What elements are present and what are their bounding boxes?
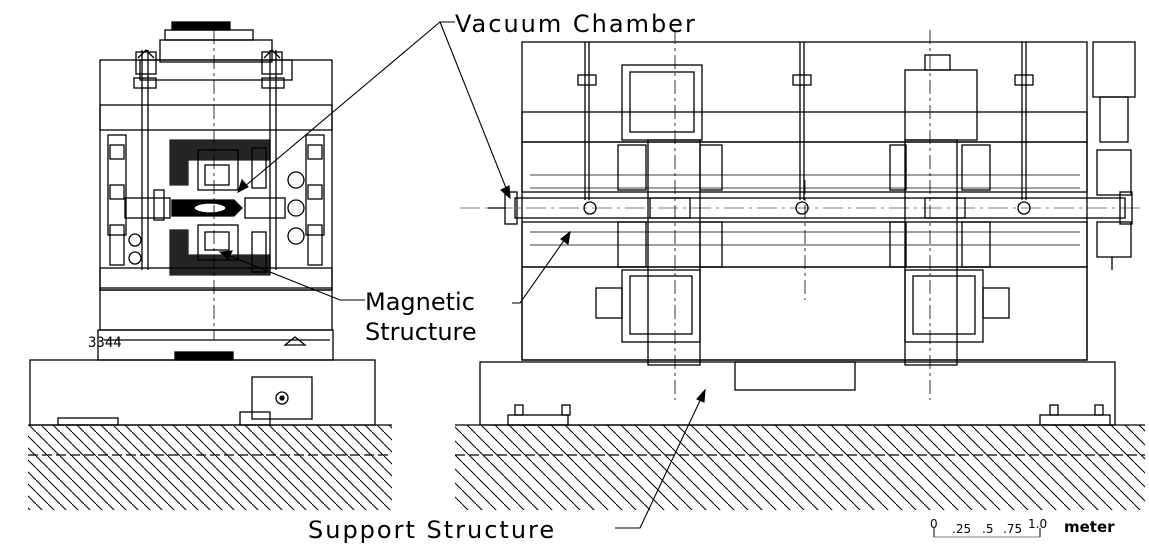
plate-id: 3344	[88, 335, 122, 351]
ground-hatch-right	[455, 424, 1145, 510]
scale-tick-5: .5	[982, 522, 993, 536]
label-vacuum-chamber: Vacuum Chamber	[455, 10, 697, 38]
magnetic-leader-right	[512, 231, 571, 304]
scale-tick-25: .25	[952, 522, 971, 536]
end-view	[28, 21, 392, 510]
label-support-structure: Support Structure	[308, 516, 556, 544]
side-view	[455, 30, 1145, 510]
vacuum-leader-left	[237, 21, 441, 193]
scale-tick-75: .75	[1003, 522, 1022, 536]
scale-bar: 0 .25 .5 .75 1.0 meter	[930, 517, 1115, 538]
support-leader	[615, 389, 706, 529]
vacuum-leader-right	[439, 21, 511, 199]
gearbox	[251, 376, 313, 420]
label-magnetic-line2: Structure	[365, 318, 477, 346]
base-block-left	[29, 359, 376, 426]
scale-unit: meter	[1064, 518, 1115, 536]
scale-tick-0: 0	[930, 517, 938, 531]
label-magnetic-line1: Magnetic	[365, 288, 475, 316]
scale-tick-1: 1.0	[1028, 517, 1047, 531]
magnetic-leader-left	[219, 251, 365, 301]
leader-lines	[218, 21, 706, 529]
support-base	[479, 361, 1116, 426]
ground-hatch-left	[28, 424, 392, 510]
